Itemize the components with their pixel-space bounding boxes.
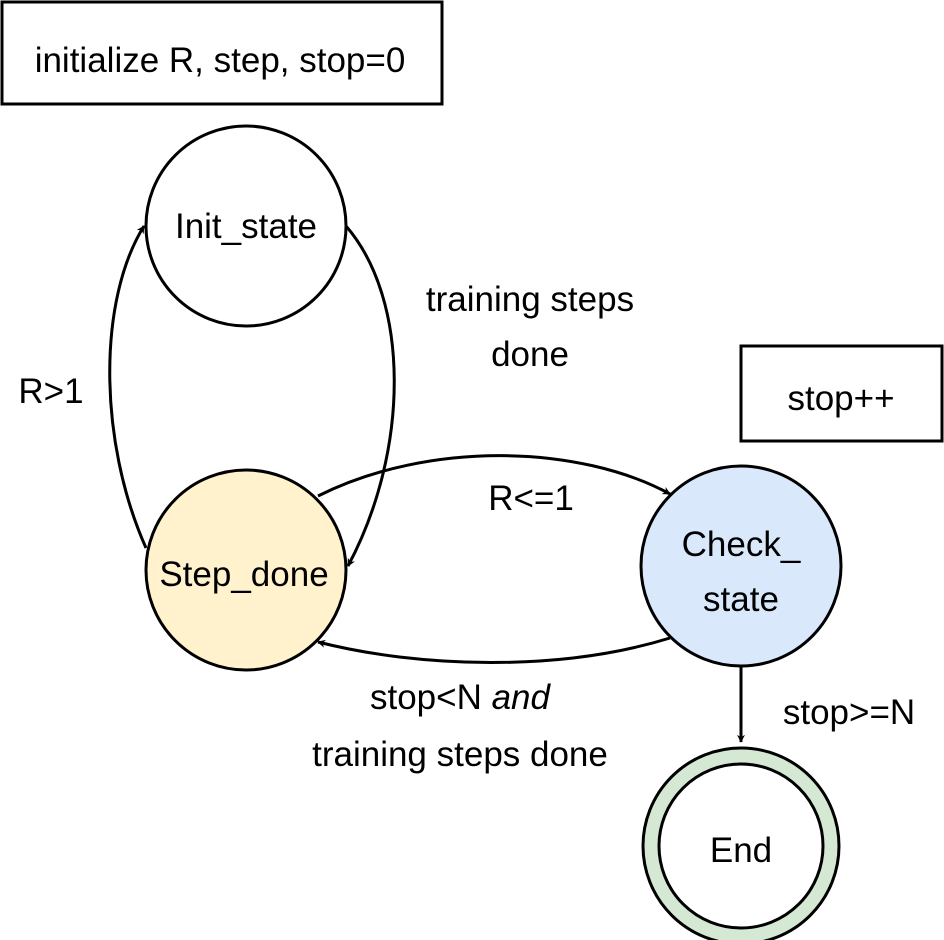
label-r-le-1: R<=1 [488, 479, 574, 518]
label-stop-lt-n-prefix: stop<N [370, 678, 492, 717]
label-training-done-line2: done [491, 335, 569, 374]
check-note-text: stop++ [787, 379, 894, 418]
label-r-gt-1: R>1 [18, 372, 83, 411]
check-state-circle [639, 464, 843, 668]
check-state-label-line2: state [703, 580, 779, 619]
arrow-check-to-step [317, 636, 671, 664]
label-stop-lt-n-and: and [492, 678, 552, 717]
state-check: Check_ state [639, 464, 843, 668]
label-stop-lt-n-line2: training steps done [312, 735, 608, 774]
label-training-done-line1: training steps [426, 280, 634, 319]
arrow-step-to-init [108, 225, 148, 549]
end-state-inner-circle [657, 762, 825, 930]
arrow-init-to-step [344, 225, 396, 567]
label-stop-ge-n: stop>=N [783, 693, 915, 732]
init-note: initialize R, step, stop=0 [0, 0, 444, 106]
label-stop-lt-n: stop<N and [370, 678, 552, 717]
state-init: Init_state [144, 124, 348, 328]
check-note: stop++ [739, 344, 944, 443]
init-state-circle [144, 124, 348, 328]
arrow-step-to-check [317, 454, 671, 498]
step-done-label: Step_done [159, 555, 328, 594]
init-note-text: initialize R, step, stop=0 [35, 41, 406, 80]
state-end: End [641, 746, 841, 940]
state-step-done: Step_done [144, 468, 348, 672]
init-state-label: Init_state [175, 207, 317, 246]
check-state-label-line1: Check_ [682, 525, 801, 564]
step-done-circle [144, 468, 348, 672]
end-state-label: End [710, 831, 772, 870]
